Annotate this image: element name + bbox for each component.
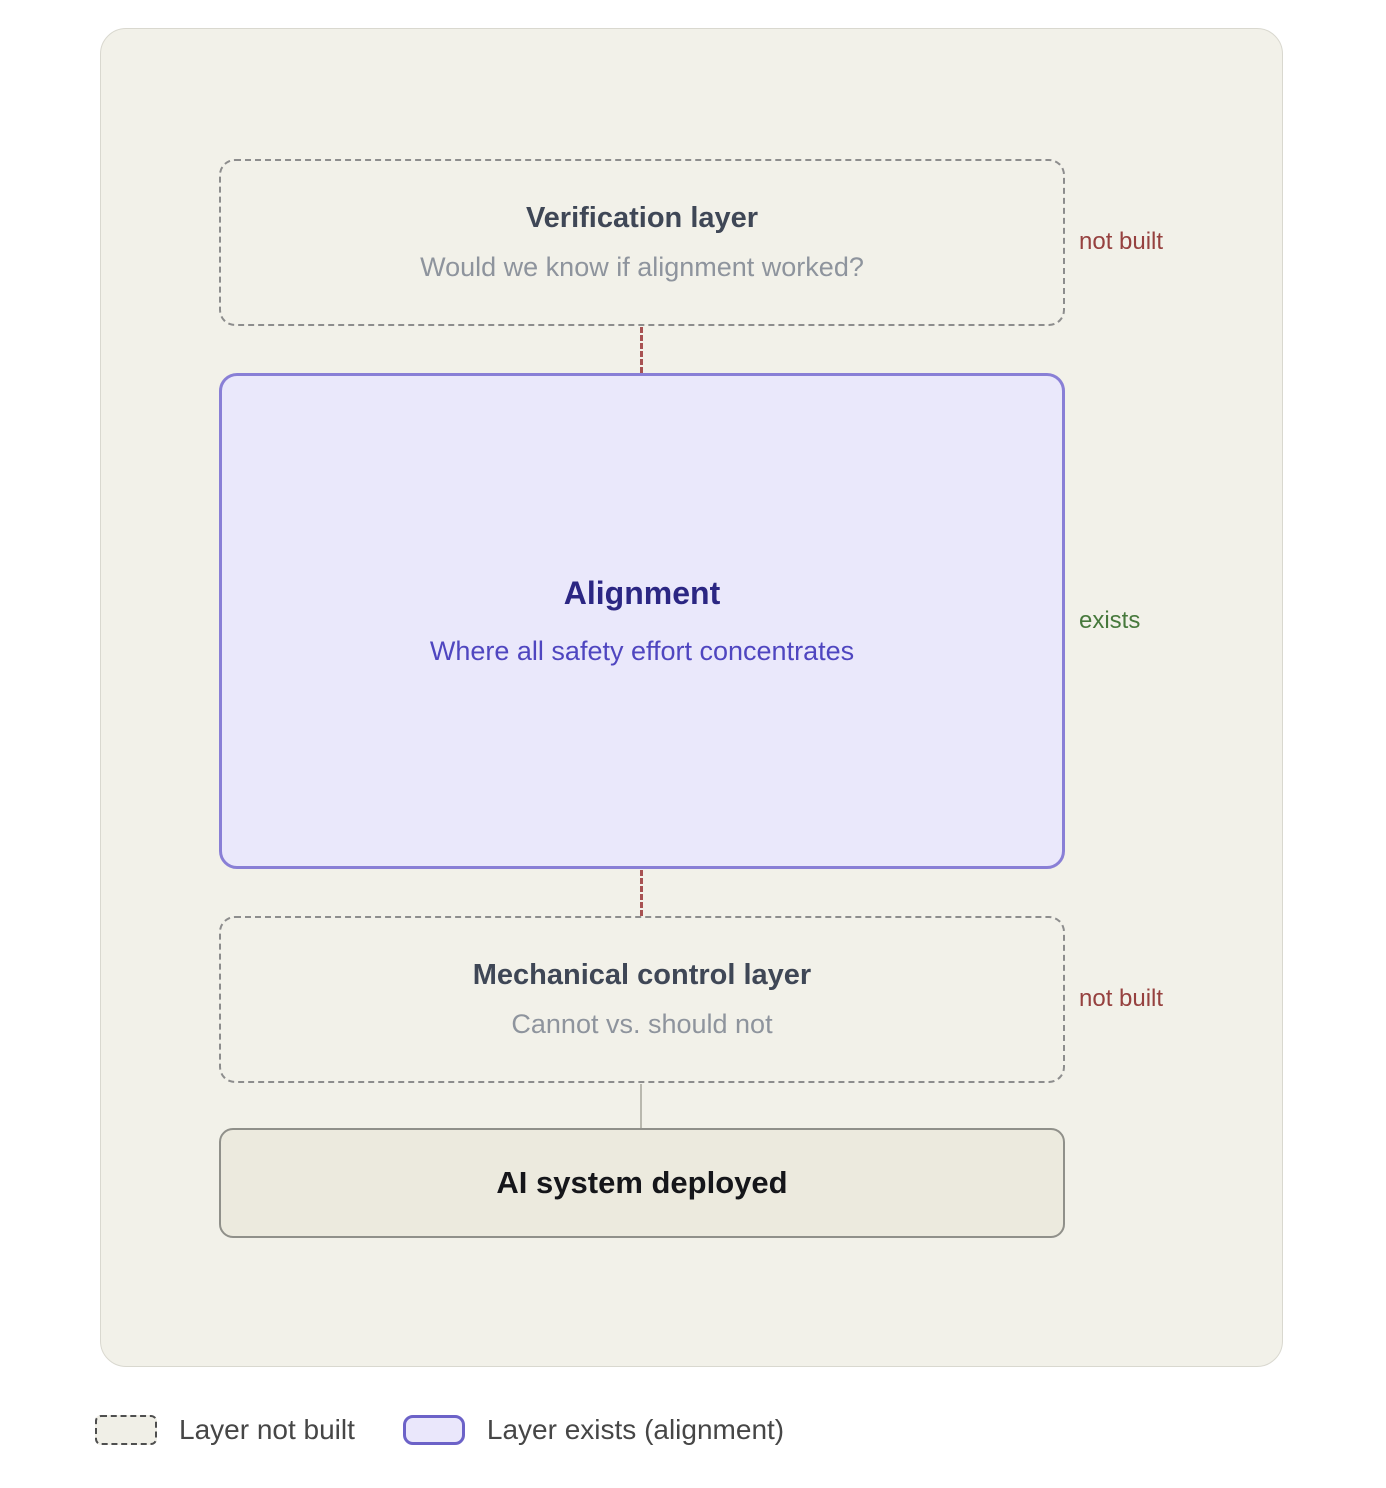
connector-verification-alignment — [640, 327, 643, 373]
alignment-layer-subtitle: Where all safety effort concentrates — [429, 635, 855, 666]
verification-status-label: not built — [1079, 228, 1164, 255]
legend-label-exists: Layer exists (alignment) — [486, 1414, 785, 1445]
legend-item-exists: Layer exists (alignment) — [402, 1414, 785, 1446]
verification-layer-subtitle: Would we know if alignment worked? — [420, 251, 864, 282]
connector-alignment-mechanical — [640, 870, 643, 916]
legend-swatch-not-built — [95, 1415, 157, 1445]
legend-label-not-built: Layer not built — [179, 1414, 355, 1445]
ai-system-deployed-box: AI system deployed — [219, 1128, 1065, 1238]
legend: Layer not built Layer exists (alignment) — [95, 1414, 784, 1446]
mechanical-status-label: not built — [1079, 985, 1164, 1012]
verification-layer-title: Verification layer — [525, 202, 759, 235]
alignment-status-label: exists — [1079, 607, 1141, 634]
ai-system-deployed-title: AI system deployed — [496, 1165, 788, 1201]
connector-mechanical-ai — [640, 1084, 642, 1128]
verification-layer-box: Verification layer Would we know if alig… — [219, 159, 1065, 326]
legend-item-not-built: Layer not built — [95, 1414, 355, 1446]
legend-swatch-exists — [402, 1415, 465, 1445]
alignment-layer-box: Alignment Where all safety effort concen… — [219, 373, 1065, 869]
mechanical-control-layer-title: Mechanical control layer — [472, 959, 812, 992]
alignment-layer-title: Alignment — [563, 575, 721, 612]
mechanical-control-layer-box: Mechanical control layer Cannot vs. shou… — [219, 916, 1065, 1083]
diagram-container: Verification layer Would we know if alig… — [100, 28, 1283, 1367]
mechanical-control-layer-subtitle: Cannot vs. should not — [511, 1008, 773, 1039]
